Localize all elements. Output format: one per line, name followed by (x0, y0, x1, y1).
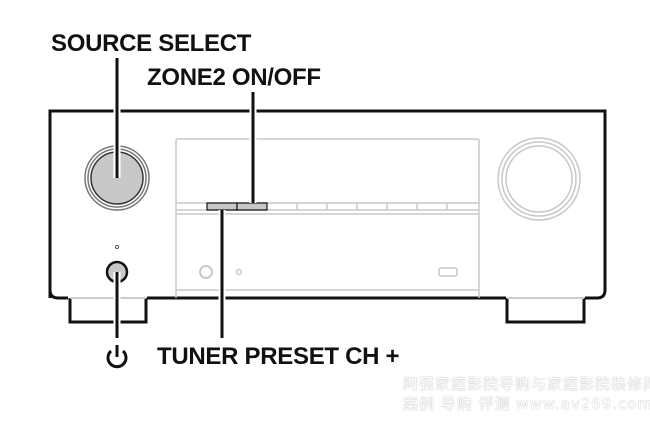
power-led (114, 244, 120, 250)
source-select-label: SOURCE SELECT (51, 30, 252, 57)
leader-lines (113, 58, 257, 338)
left-foot (68, 298, 148, 324)
power-icon (106, 345, 128, 369)
display-window (175, 138, 480, 298)
zone2-label: ZONE2 ON/OFF (147, 64, 321, 91)
tuner-preset-label: TUNER PRESET CH + (157, 343, 400, 370)
volume-knob[interactable] (497, 137, 581, 221)
right-foot (505, 298, 586, 324)
receiver-body (48, 109, 607, 300)
watermark-line1: 阿强家庭影院导购与家庭影院装修网 (403, 375, 650, 393)
zone2-button[interactable] (236, 202, 268, 211)
watermark-line2: 案例 导购 评测 www.av269.com (403, 395, 650, 413)
tuner-preset-button[interactable] (206, 202, 238, 211)
